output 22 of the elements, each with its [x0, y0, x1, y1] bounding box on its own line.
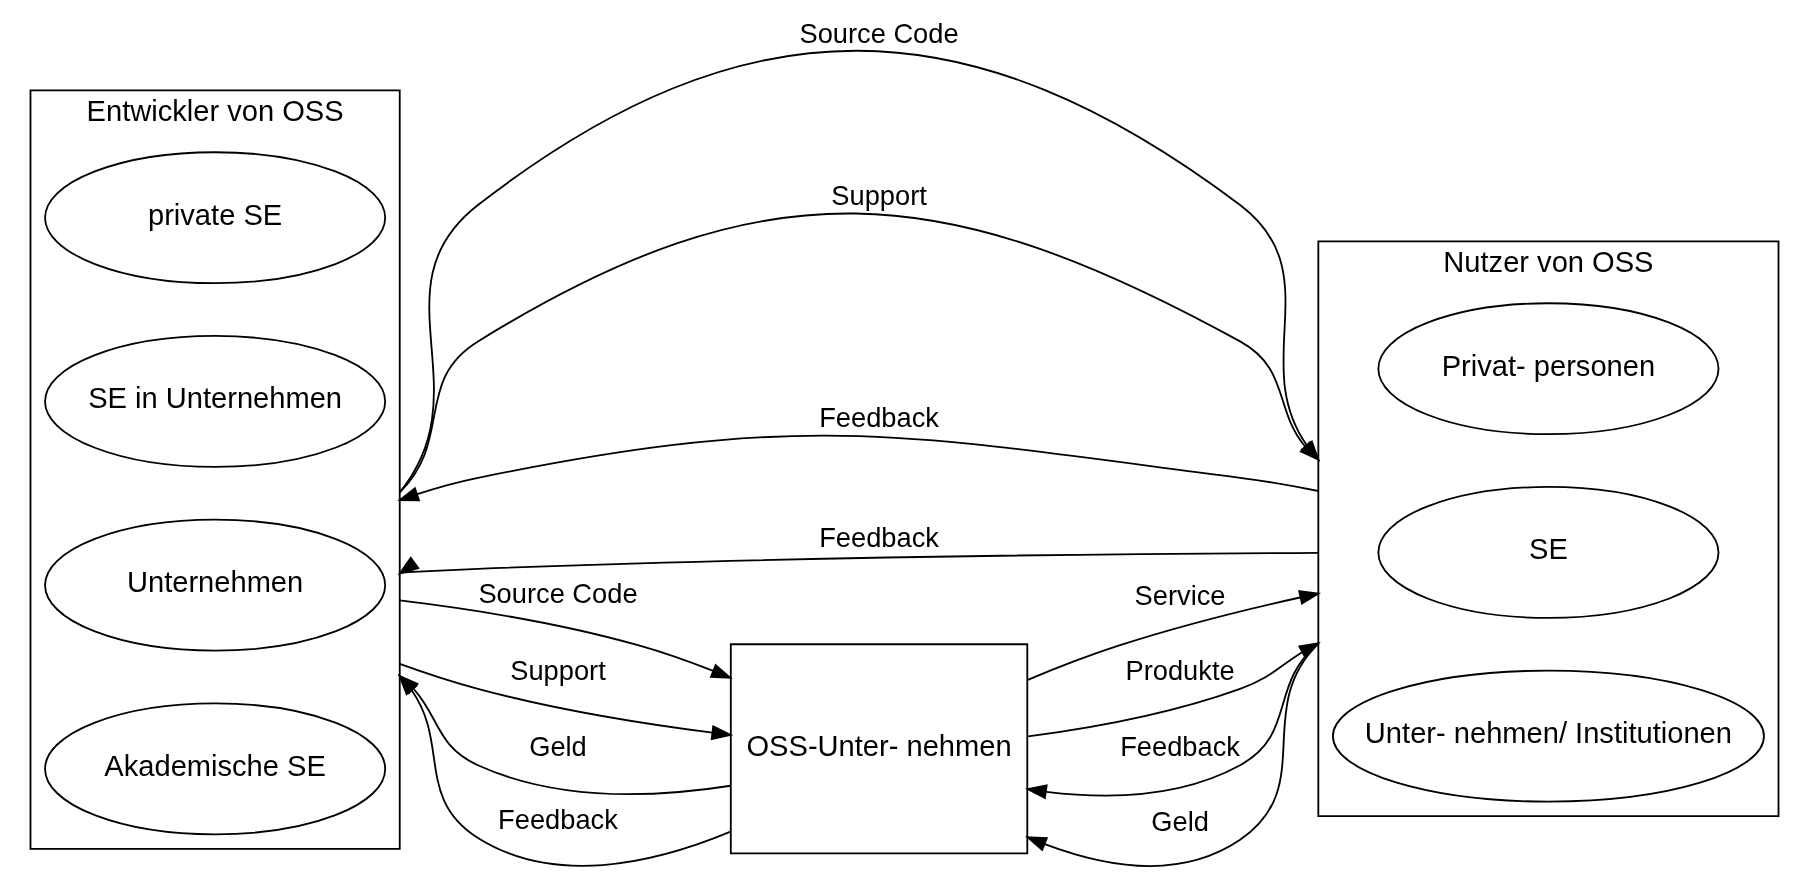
- edge-label: Source Code: [799, 18, 959, 50]
- arrow: [397, 551, 1320, 576]
- node-ellipse: Akademische SE: [44, 702, 387, 836]
- node-ellipse: Unter- nehmen/ Institutionen: [1332, 669, 1765, 803]
- edge-label: Source Code: [478, 578, 638, 610]
- node-ellipse: Privat- personen: [1377, 302, 1720, 436]
- edge-label: Feedback: [498, 803, 618, 835]
- edge-label: Feedback: [1120, 731, 1240, 763]
- node-ellipse: SE: [1377, 486, 1720, 619]
- edge-label: Geld: [1151, 805, 1209, 837]
- edge-label: Feedback: [819, 521, 939, 553]
- edge-label: Service: [1134, 580, 1226, 612]
- node-ellipse: private SE: [44, 151, 387, 285]
- node-ellipse: Unternehmen: [44, 518, 387, 652]
- arrow: [398, 599, 733, 679]
- edge-label: Produkte: [1125, 654, 1235, 686]
- edge-label: Geld: [529, 731, 587, 763]
- edge-label: Support: [831, 179, 927, 211]
- node-box: OSS-Unter- nehmen: [729, 643, 1029, 855]
- edge-label: Feedback: [819, 401, 939, 433]
- edge-label: Support: [510, 654, 606, 686]
- node-ellipse: SE in Unternehmen: [44, 335, 387, 468]
